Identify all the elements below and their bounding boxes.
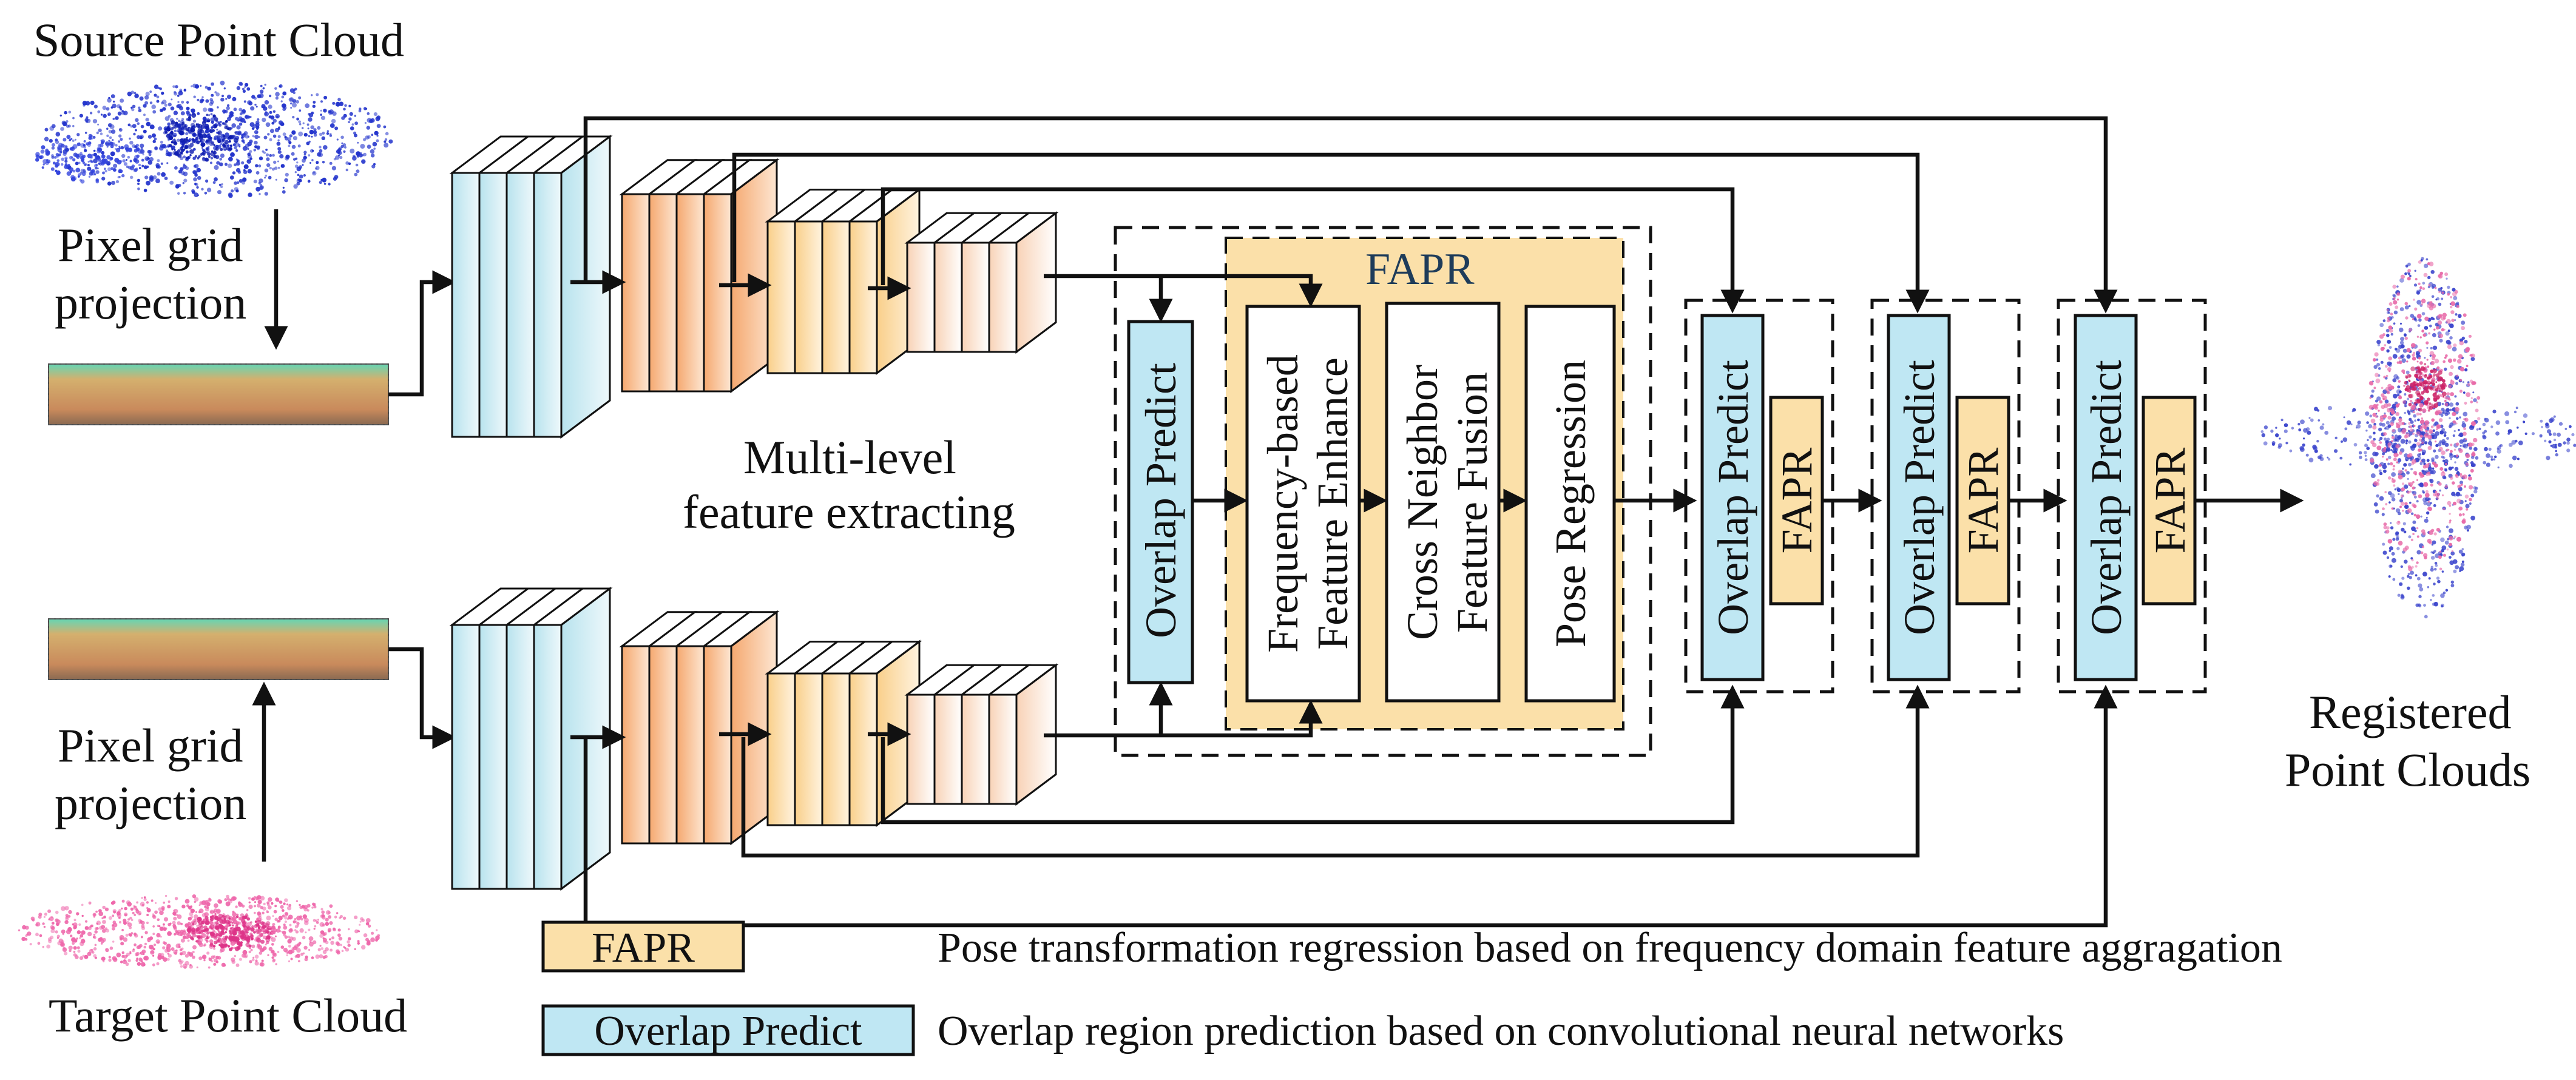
legend-overlap-swatch	[541, 1004, 915, 1056]
overlap-predict-main-label: Overlap Predict	[1137, 363, 1185, 638]
legend-fapr-desc: Pose transformation regression based on …	[938, 925, 2282, 971]
legend-fapr-swatch	[541, 920, 745, 973]
neighbor-fusion-box	[1385, 302, 1501, 703]
stage-2-fapr-label: FAPR	[1959, 448, 2007, 554]
registered-point-cloud-image	[2260, 257, 2576, 619]
feature-enhance-label-2: Feature Enhance	[1308, 357, 1357, 650]
refinement-stage-1: Overlap Predict FAPR	[1684, 299, 1834, 694]
target-range-image	[48, 618, 389, 680]
skip-connections	[570, 116, 2118, 928]
first-module-arrows	[1044, 274, 1697, 738]
legend-fapr-key: FAPR	[592, 925, 695, 971]
first-module-dashed-frame	[1114, 226, 1652, 757]
pose-regression-label: Pose Regression	[1546, 360, 1595, 647]
feature-pyramid-target	[449, 587, 1059, 891]
registered-label-2: Point Clouds	[2285, 743, 2530, 796]
source-range-image	[48, 363, 389, 425]
legend-overlap-desc: Overlap region prediction based on convo…	[938, 1008, 2064, 1055]
target-cloud-label: Target Point Cloud	[49, 989, 407, 1042]
stage-2-overlap-label: Overlap Predict	[1895, 360, 1944, 635]
projection-label-bottom-1: Pixel grid	[58, 719, 243, 772]
projection-label-bottom-2: projection	[55, 777, 246, 829]
multilevel-label-2: feature extracting	[683, 485, 1015, 538]
neighbor-fusion-label-1: Cross Neighbor	[1398, 365, 1447, 640]
legend: FAPR Pose transformation regression base…	[541, 920, 2282, 1056]
stage-1-fapr-label: FAPR	[1773, 448, 1821, 554]
source-point-cloud-image	[35, 80, 393, 198]
source-cloud-label: Source Point Cloud	[33, 13, 404, 66]
feature-pyramid-source	[449, 135, 1059, 439]
encoder-input-arrow-top	[388, 270, 456, 397]
target-point-cloud-image	[18, 894, 380, 969]
stage-3-fapr-label: FAPR	[2146, 448, 2194, 554]
projection-label-top-1: Pixel grid	[58, 218, 243, 271]
legend-overlap-key: Overlap Predict	[594, 1008, 862, 1055]
encoder-input-arrow-bottom	[388, 647, 456, 749]
projection-label-top-2: projection	[55, 276, 246, 329]
multilevel-label-1: Multi-level	[743, 431, 956, 484]
pose-regression-box	[1524, 305, 1616, 703]
refinement-stage-2: Overlap Predict FAPR	[1870, 299, 2021, 694]
feature-enhance-label-1: Frequency-based	[1259, 354, 1307, 653]
stage-3-overlap-label: Overlap Predict	[2082, 360, 2131, 635]
fapr-title: FAPR	[1365, 245, 1475, 294]
stage-1-overlap-label: Overlap Predict	[1709, 360, 1757, 635]
registered-label-1: Registered	[2309, 686, 2512, 738]
refinement-stage-3: Overlap Predict FAPR	[2057, 299, 2207, 694]
neighbor-fusion-label-2: Feature Fusion	[1448, 372, 1496, 633]
